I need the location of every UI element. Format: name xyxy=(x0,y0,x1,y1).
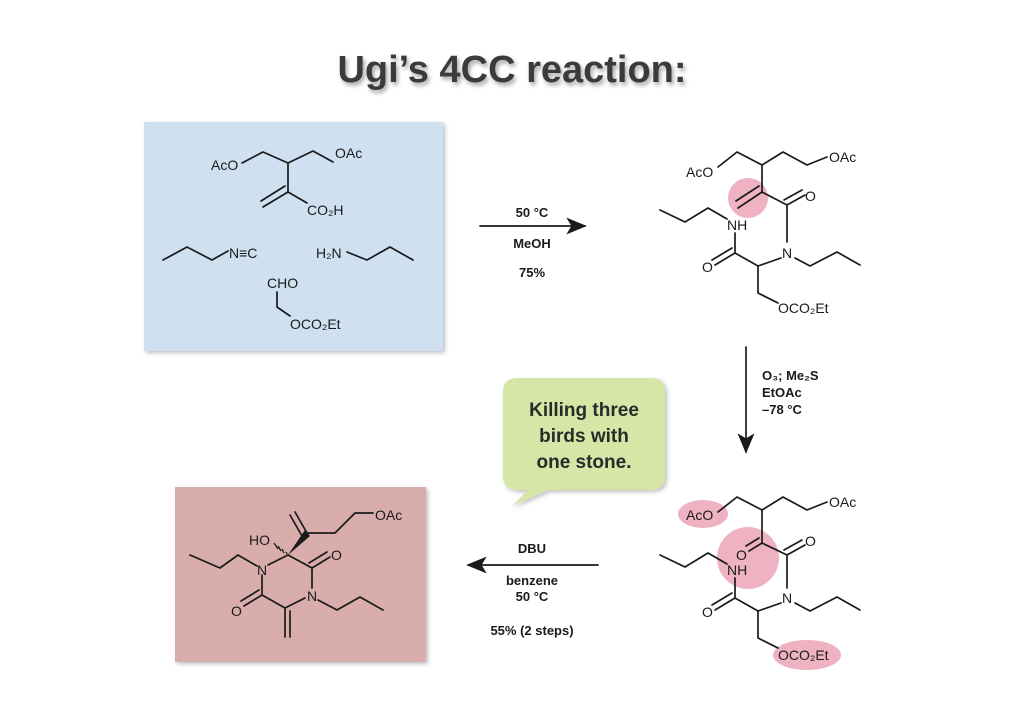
page-title: Ugi’s 4CC reaction: xyxy=(337,49,686,91)
highlight-acetate xyxy=(678,500,728,528)
bond xyxy=(757,610,779,649)
bubble-text-line1: Killing three xyxy=(529,400,639,421)
bond xyxy=(346,246,414,261)
bond xyxy=(261,574,306,609)
step3-base: DBU xyxy=(518,541,546,556)
bubble-text-line2: birds with xyxy=(539,426,629,447)
speech-bubble: Killing three birds with one stone. xyxy=(503,378,665,506)
highlight-ketone-amide xyxy=(717,527,779,589)
bond xyxy=(243,594,263,607)
cho-label: CHO xyxy=(267,275,298,291)
bond xyxy=(794,596,861,612)
wedge-bond xyxy=(288,530,310,555)
step3-yield: 55% (2 steps) xyxy=(490,623,573,638)
bond xyxy=(786,194,806,206)
aldehyde-component: CHO OCO₂Et xyxy=(267,275,341,332)
bond xyxy=(786,544,806,556)
aco-label: AcO xyxy=(686,164,713,180)
ketone-product: AcO OAc O O NH N O OCO₂Et xyxy=(659,494,861,670)
bond xyxy=(162,246,229,261)
carbonyl-o-label: O xyxy=(805,188,816,204)
oco2et-label: OCO₂Et xyxy=(778,647,829,663)
double-bond xyxy=(711,247,733,261)
double-bond xyxy=(240,589,260,602)
bond xyxy=(306,512,374,534)
step3-temperature: 50 °C xyxy=(516,589,549,604)
oac-label: OAc xyxy=(829,494,856,510)
step2-temperature: –78 °C xyxy=(762,402,803,417)
bond xyxy=(717,151,828,168)
step1-temperature: 50 °C xyxy=(516,205,549,220)
bond xyxy=(734,577,782,612)
step2-reagents: O₃; Me₂S xyxy=(762,368,819,383)
step1-yield: 75% xyxy=(519,265,545,280)
carbonyl-o-label: O xyxy=(331,547,342,563)
double-bond xyxy=(289,514,303,537)
bond xyxy=(267,554,289,566)
final-product: OAc HO N O O N xyxy=(189,507,402,638)
bond xyxy=(287,191,308,204)
bond xyxy=(276,291,291,317)
aco-label: AcO xyxy=(211,157,238,173)
acid-component: AcO OAc CO₂H xyxy=(211,145,362,218)
bond xyxy=(714,252,736,266)
oac-label: OAc xyxy=(335,145,362,161)
isocyanide-component: N≡C xyxy=(162,245,257,261)
bond xyxy=(714,597,736,611)
co2h-label: CO₂H xyxy=(307,202,344,218)
bond xyxy=(757,265,779,304)
step1-solvent: MeOH xyxy=(513,236,551,251)
carbonyl-o-label: O xyxy=(702,604,713,620)
bond xyxy=(794,251,861,267)
double-bond xyxy=(745,537,760,547)
n-label: N xyxy=(782,590,792,606)
ho-label: HO xyxy=(249,532,270,548)
carbonyl-o-label: O xyxy=(231,603,242,619)
nh-label: NH xyxy=(727,217,747,233)
double-bond xyxy=(783,539,803,551)
ketone-o-label: O xyxy=(736,547,747,563)
bond xyxy=(748,542,763,552)
step3-solvent: benzene xyxy=(506,573,558,588)
double-bond xyxy=(711,592,733,606)
oac-label: OAc xyxy=(829,149,856,165)
bubble-shape xyxy=(503,378,665,506)
ugi-product: AcO OAc O NH N O OCO₂Et xyxy=(659,149,861,316)
aco-label: AcO xyxy=(686,507,713,523)
oac-label: OAc xyxy=(375,507,402,523)
bubble-text-line3: one stone. xyxy=(536,452,631,473)
amine-label: H₂N xyxy=(316,245,342,261)
oco2et-label: OCO₂Et xyxy=(290,316,341,332)
step2-solvent: EtOAc xyxy=(762,385,802,400)
bond xyxy=(294,511,308,534)
bond xyxy=(262,191,289,208)
oco2et-label: OCO₂Et xyxy=(778,300,829,316)
double-bond xyxy=(260,185,286,202)
bond xyxy=(734,232,782,267)
bond xyxy=(717,496,828,513)
bond xyxy=(311,556,331,569)
hashed-bond xyxy=(273,542,288,555)
double-bond xyxy=(783,189,803,201)
n-label: N xyxy=(307,588,317,604)
bond xyxy=(737,191,763,209)
nh-label: NH xyxy=(727,562,747,578)
n-label: N xyxy=(782,245,792,261)
double-bond xyxy=(308,551,328,564)
double-bond xyxy=(735,185,760,202)
bond xyxy=(659,207,728,223)
amine-component: H₂N xyxy=(316,245,414,261)
bond xyxy=(659,552,728,568)
isocyanide-label: N≡C xyxy=(229,245,257,261)
carbonyl-o-label: O xyxy=(805,533,816,549)
product-box xyxy=(175,487,426,662)
n-label: N xyxy=(257,562,267,578)
carbonyl-o-label: O xyxy=(702,259,713,275)
bond xyxy=(317,596,384,611)
bond xyxy=(189,554,258,569)
highlight-carbonate xyxy=(773,640,841,670)
